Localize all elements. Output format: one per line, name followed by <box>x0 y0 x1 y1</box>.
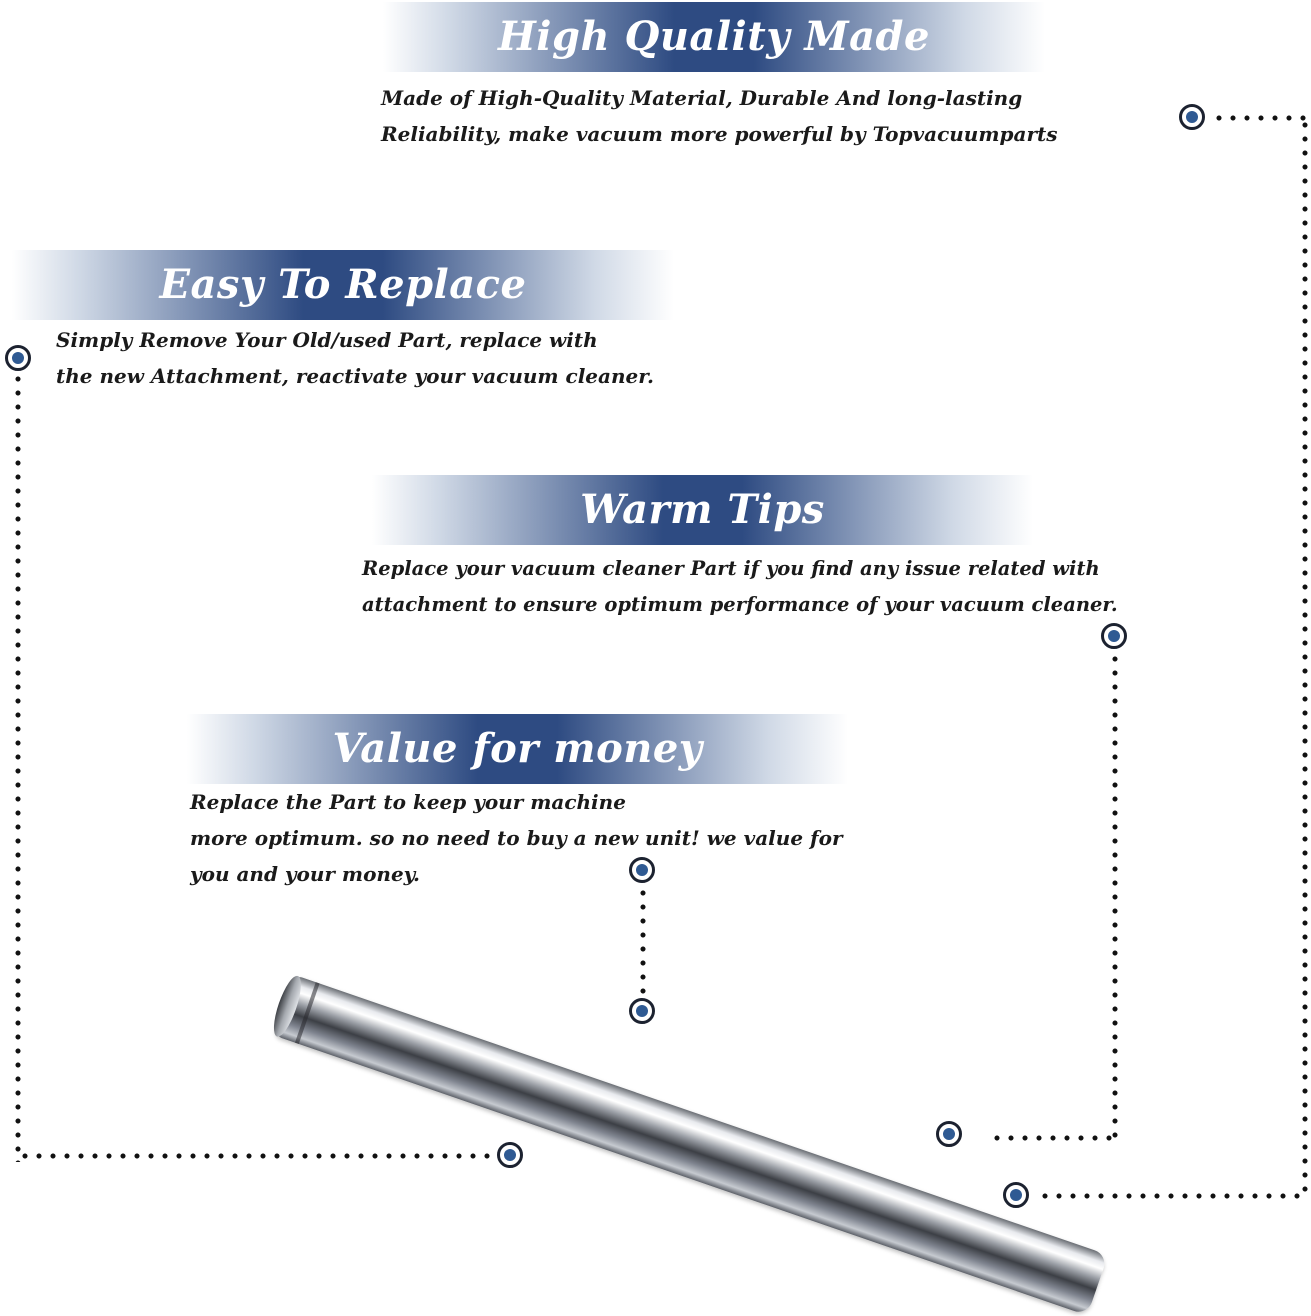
text-line: Made of High-Quality Material, Durable A… <box>381 86 1023 110</box>
banner-easy-replace: Easy To Replace <box>12 250 674 320</box>
text-line: attachment to ensure optimum performance… <box>362 593 1118 616</box>
connector-easy-replace-bottom <box>18 1153 494 1159</box>
marker-warm-tips-wand <box>936 1121 962 1147</box>
text-line: Simply Remove Your Old/used Part, replac… <box>56 328 598 352</box>
marker-easy-replace <box>5 345 31 371</box>
banner-value-money: Value for money <box>187 714 848 784</box>
text-line: Replace your vacuum cleaner Part if you … <box>362 557 1100 580</box>
connector-easy-replace-left <box>15 372 21 1162</box>
banner-high-quality: High Quality Made <box>383 2 1045 72</box>
text-easy-replace: Simply Remove Your Old/used Part, replac… <box>56 322 654 394</box>
heading-easy-replace: Easy To Replace <box>159 261 527 308</box>
text-high-quality: Made of High-Quality Material, Durable A… <box>381 80 1057 152</box>
connector-high-quality-bottom <box>1038 1193 1306 1199</box>
text-warm-tips: Replace your vacuum cleaner Part if you … <box>362 551 1118 623</box>
heading-high-quality: High Quality Made <box>498 13 930 60</box>
connector-warm-tips-bottom <box>990 1135 1116 1141</box>
connector-value-money-vertical <box>640 886 646 996</box>
connector-high-quality-top <box>1212 115 1308 121</box>
marker-high-quality <box>1179 104 1205 130</box>
connector-warm-tips-vertical <box>1112 652 1118 1142</box>
text-line: you and your money. <box>190 862 420 886</box>
text-line: more optimum. so no need to buy a new un… <box>190 826 843 850</box>
marker-easy-replace-wand <box>497 1142 523 1168</box>
marker-value-money-top <box>629 857 655 883</box>
text-value-money: Replace the Part to keep your machine mo… <box>190 784 843 892</box>
heading-warm-tips: Warm Tips <box>580 486 825 533</box>
banner-warm-tips: Warm Tips <box>372 475 1033 545</box>
text-line: the new Attachment, reactivate your vacu… <box>56 364 654 388</box>
connector-high-quality-right <box>1302 118 1308 1198</box>
text-line: Replace the Part to keep your machine <box>190 790 626 814</box>
heading-value-money: Value for money <box>332 725 703 772</box>
marker-warm-tips <box>1101 623 1127 649</box>
marker-value-money-wand <box>629 998 655 1024</box>
marker-high-quality-wand <box>1003 1182 1029 1208</box>
text-line: Reliability, make vacuum more powerful b… <box>381 122 1058 146</box>
extension-wand-image <box>268 973 1109 1316</box>
